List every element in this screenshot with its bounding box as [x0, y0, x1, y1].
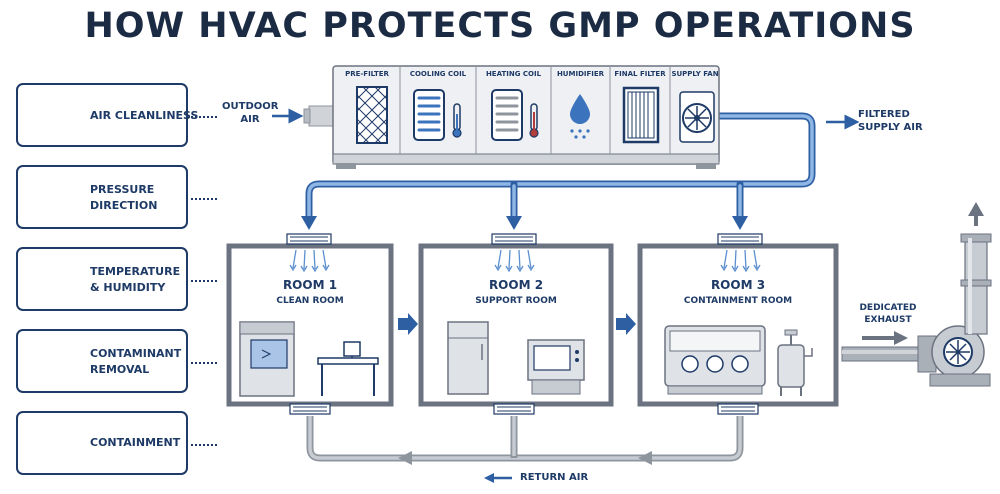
supply-arrow-room-1	[301, 216, 317, 230]
air-inlet	[308, 105, 334, 127]
room-2-subtitle: SUPPORT ROOM	[475, 296, 557, 306]
sidebar-item-pressure-direction	[16, 165, 188, 229]
final-filter-icon	[622, 86, 660, 144]
room-2-title: ROOM 2	[488, 278, 544, 292]
air-handling-unit	[332, 65, 720, 169]
unit-label-cooling-coil: COOLING COIL	[409, 70, 467, 78]
return-flow-arrow-left	[398, 451, 412, 465]
sidebar-item-containment	[16, 411, 188, 475]
supply-duct	[305, 112, 816, 222]
process-vessel-equipment	[777, 329, 813, 396]
pressure-arrow-2-3	[616, 313, 636, 335]
return-flow-arrow-right	[638, 451, 652, 465]
room-3-title: ROOM 3	[710, 278, 766, 292]
page-title: HOW HVAC PROTECTS GMP OPERATIONS	[84, 6, 916, 46]
isolator-cabinet-equipment	[239, 321, 295, 397]
unit-label-humidifier: HUMIDIFIER	[556, 70, 605, 78]
return-air-label: RETURN AIR	[520, 472, 589, 483]
connector-dots	[191, 362, 217, 364]
stack-up-arrow	[968, 202, 984, 226]
room-1-subtitle: CLEAN ROOM	[276, 296, 344, 306]
return-air-arrow	[484, 473, 512, 483]
heating-coil-icon	[491, 89, 539, 141]
sidebar-item-label: TEMPERATURE& HUMIDITY	[90, 265, 181, 294]
humidifier-icon	[570, 94, 590, 139]
exhaust-duct	[841, 346, 925, 362]
unit-label-pre-filter: PRE-FILTER	[345, 70, 389, 78]
return-duct	[306, 416, 744, 462]
sidebar-item-air-cleanliness	[16, 83, 188, 147]
cooling-coil-icon	[413, 89, 462, 141]
diffuser-airflow-arrows	[289, 249, 761, 273]
exhaust-fan-icon	[917, 233, 992, 387]
unit-label-final-filter: FINAL FILTER	[614, 70, 666, 78]
connector-dots	[191, 198, 217, 200]
supply-fan-icon	[679, 91, 715, 143]
supply-arrow-room-2	[506, 216, 522, 230]
sidebar-item-label: CONTAINMENT	[90, 436, 181, 449]
connector-dots	[191, 444, 217, 446]
room-3-subtitle: CONTAINMENT ROOM	[683, 296, 793, 306]
pre-filter-icon	[356, 86, 388, 144]
sidebar-item-contaminant-removal	[16, 329, 188, 393]
unit-label-supply-fan: SUPPLY FAN	[671, 70, 719, 78]
supply-diffusers	[286, 233, 763, 245]
exhaust-arrow	[862, 331, 908, 345]
storage-cabinet-equipment	[447, 321, 489, 395]
sidebar-item-temperature-humidity	[16, 247, 188, 311]
unit-label-heating-coil: HEATING COIL	[485, 70, 542, 78]
supply-arrow-room-3	[732, 216, 748, 230]
connector-dots	[191, 116, 217, 118]
connector-dots	[191, 280, 217, 282]
workbench-with-monitor	[317, 341, 379, 396]
pressure-arrow-1-2	[398, 313, 418, 335]
sidebar-item-label: AIR CLEANLINESS	[90, 109, 199, 122]
glovebox-isolator-equipment	[664, 325, 766, 395]
return-grilles	[289, 403, 759, 415]
room-1-title: ROOM 1	[282, 278, 338, 292]
oven-equipment	[527, 339, 585, 395]
